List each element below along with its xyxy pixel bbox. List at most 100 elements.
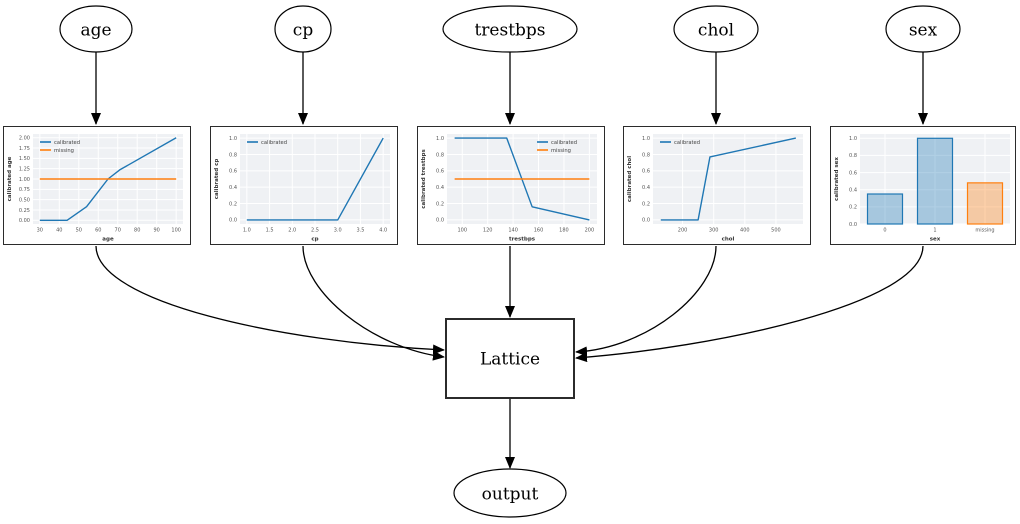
svg-text:1.50: 1.50	[19, 156, 30, 162]
svg-text:0.25: 0.25	[19, 208, 30, 214]
svg-text:0.0: 0.0	[849, 222, 857, 228]
svg-text:1.0: 1.0	[436, 136, 444, 142]
svg-text:missing: missing	[54, 148, 74, 154]
svg-text:calibrated trestbps: calibrated trestbps	[421, 149, 427, 209]
svg-text:0.4: 0.4	[229, 185, 237, 191]
svg-text:100: 100	[171, 228, 181, 234]
age-label: age	[80, 21, 111, 41]
svg-text:400: 400	[740, 228, 750, 234]
svg-text:160: 160	[534, 228, 544, 234]
trestbps-ellipse	[442, 5, 578, 53]
trestbps-label: trestbps	[474, 21, 545, 41]
svg-text:0: 0	[883, 228, 886, 234]
svg-text:2.00: 2.00	[19, 136, 30, 142]
svg-text:0.00: 0.00	[19, 218, 30, 224]
svg-text:0.0: 0.0	[642, 218, 650, 224]
node-cp: cp	[274, 5, 332, 53]
node-chol: chol	[673, 5, 759, 53]
node-sex: sex	[885, 5, 961, 53]
svg-text:1.0: 1.0	[229, 136, 237, 142]
svg-text:3.5: 3.5	[356, 228, 364, 234]
svg-text:180: 180	[559, 228, 569, 234]
svg-text:50: 50	[76, 228, 82, 234]
svg-text:calibrated: calibrated	[674, 140, 700, 146]
svg-text:calibrated: calibrated	[551, 140, 577, 146]
svg-text:120: 120	[483, 228, 493, 234]
svg-text:1: 1	[933, 228, 936, 234]
edge-cpplot-to-lattice	[302, 245, 445, 361]
svg-text:60: 60	[95, 228, 101, 234]
svg-text:trestbps: trestbps	[509, 237, 536, 243]
node-lattice: Lattice	[445, 318, 575, 399]
svg-text:200: 200	[585, 228, 595, 234]
output-ellipse	[453, 468, 567, 518]
svg-text:0.8: 0.8	[229, 152, 237, 158]
svg-text:calibrated chol: calibrated chol	[627, 156, 633, 202]
svg-text:0.2: 0.2	[642, 201, 650, 207]
chol-ellipse	[673, 5, 759, 53]
svg-text:40: 40	[56, 228, 62, 234]
svg-text:1.25: 1.25	[19, 166, 30, 172]
lattice-label: Lattice	[480, 350, 540, 370]
svg-text:1.0: 1.0	[243, 228, 251, 234]
svg-text:0.4: 0.4	[642, 185, 650, 191]
svg-text:0.4: 0.4	[849, 188, 857, 194]
age-calibration-plot: 30 40 50 60 70 80 90 100 0.00 0.25 0.50 0.75 1.00 1.2…	[3, 126, 191, 245]
svg-text:0.8: 0.8	[849, 153, 857, 159]
svg-text:3.0: 3.0	[334, 228, 342, 234]
svg-text:sex: sex	[930, 237, 941, 243]
svg-text:chol: chol	[722, 237, 735, 243]
age-chart: 30 40 50 60 70 80 90 100 0.00 0.25 0.50 0.75 1.00 1.2…	[7, 134, 183, 243]
svg-text:0.2: 0.2	[849, 205, 857, 211]
svg-text:0.75: 0.75	[19, 187, 30, 193]
svg-text:0.4: 0.4	[436, 185, 444, 191]
svg-text:0.8: 0.8	[436, 152, 444, 158]
age-ellipse	[59, 5, 133, 53]
sex-ellipse	[885, 5, 961, 53]
svg-text:2.5: 2.5	[311, 228, 319, 234]
svg-text:80: 80	[134, 228, 140, 234]
edge-sexplot-to-lattice	[575, 245, 924, 363]
edge-ageplot-to-lattice	[95, 245, 445, 355]
svg-text:100: 100	[457, 228, 467, 234]
svg-text:0.6: 0.6	[436, 169, 444, 175]
svg-text:70: 70	[115, 228, 121, 234]
svg-text:0.6: 0.6	[229, 169, 237, 175]
svg-text:cp: cp	[311, 237, 318, 243]
svg-text:90: 90	[154, 228, 160, 234]
node-trestbps: trestbps	[442, 5, 578, 53]
svg-text:0.0: 0.0	[229, 218, 237, 224]
svg-text:age: age	[102, 237, 114, 243]
svg-text:140: 140	[508, 228, 518, 234]
svg-text:0.2: 0.2	[229, 201, 237, 207]
svg-text:2.0: 2.0	[288, 228, 296, 234]
cp-ellipse	[274, 5, 332, 53]
svg-text:1.75: 1.75	[19, 146, 30, 152]
lattice-box	[445, 318, 575, 399]
svg-text:300: 300	[709, 228, 719, 234]
svg-text:1.0: 1.0	[849, 136, 857, 142]
output-label: output	[482, 485, 539, 505]
svg-text:missing: missing	[975, 228, 994, 234]
svg-text:30: 30	[37, 228, 43, 234]
svg-text:1.00: 1.00	[19, 177, 30, 183]
sex-label: sex	[909, 21, 938, 41]
svg-text:0.50: 0.50	[19, 197, 30, 203]
node-age: age	[59, 5, 133, 53]
chol-label: chol	[698, 21, 734, 41]
svg-text:0.0: 0.0	[436, 218, 444, 224]
node-output: output	[453, 468, 567, 518]
svg-text:calibrated sex: calibrated sex	[834, 157, 840, 201]
svg-text:0.6: 0.6	[642, 169, 650, 175]
svg-text:calibrated: calibrated	[54, 140, 80, 146]
svg-text:missing: missing	[551, 148, 571, 154]
